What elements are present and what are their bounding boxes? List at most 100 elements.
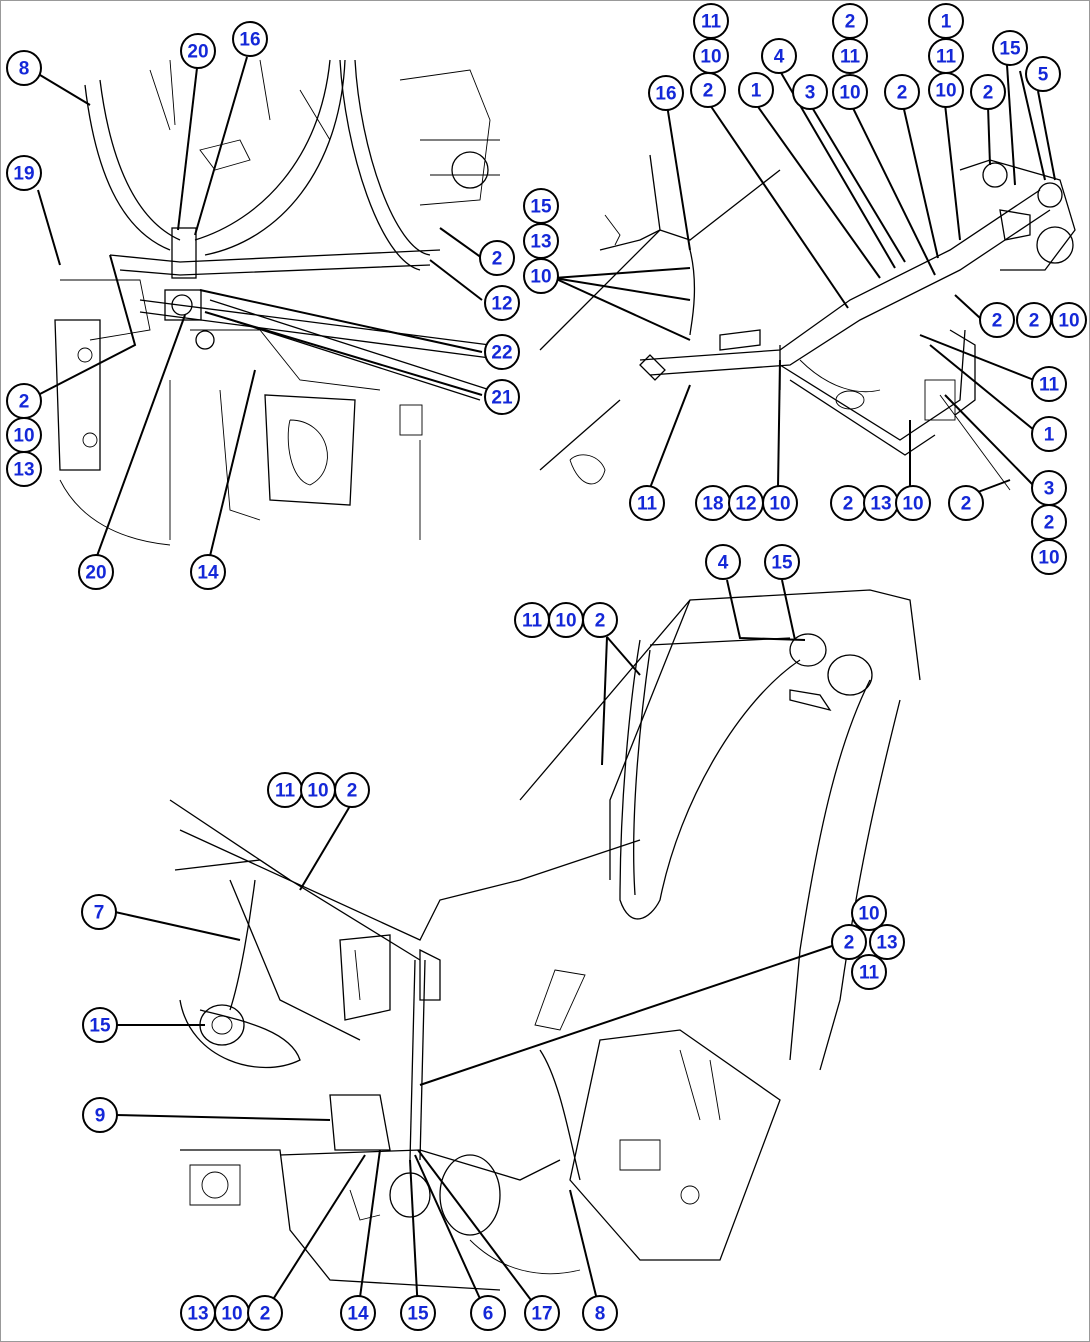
callout-number: 2 [961,494,972,515]
callout-number: 10 [769,494,790,515]
callout-12: 12 [484,285,520,321]
callout-20: 20 [180,33,216,69]
callout-number: 11 [522,611,543,632]
callout-number: 2 [1044,513,1055,534]
callout-circle [832,74,868,110]
callout-15: 15 [523,188,559,224]
callout-number: 14 [197,563,219,584]
callout-10: 10 [928,72,964,108]
callout-number: 10 [1058,311,1079,332]
callout-10: 10 [895,485,931,521]
callout-21: 21 [484,379,520,415]
callout-circle [180,33,216,69]
callout-11: 11 [629,485,665,521]
callout-circle [648,75,684,111]
callout-number: 11 [936,47,957,68]
callout-2: 2 [582,602,618,638]
callout-circle [1031,416,1067,452]
callout-number: 15 [771,553,793,574]
callout-16: 16 [232,21,268,57]
callout-circle [524,1295,560,1331]
callout-4: 4 [761,38,797,74]
callout-circle [484,379,520,415]
callout-number: 2 [19,392,30,413]
callout-number: 17 [531,1304,552,1325]
callout-circle [78,554,114,590]
callout-number: 20 [85,563,106,584]
callout-number: 2 [1029,311,1040,332]
callout-number: 2 [845,12,856,33]
callout-circle [690,72,726,108]
callout-2: 2 [6,383,42,419]
callout-number: 3 [805,83,816,104]
callout-13: 13 [180,1295,216,1331]
callout-circle [82,1097,118,1133]
callout-10: 10 [851,895,887,931]
callout-number: 2 [492,249,503,270]
top-right-view-sketch [539,64,1076,493]
callout-number: 19 [13,164,34,185]
callout-number: 2 [347,781,358,802]
callout-number: 14 [347,1304,369,1325]
callout-circle [6,50,42,86]
top-left-view-sketch [37,56,500,557]
callout-number: 13 [870,494,891,515]
callout-22: 22 [484,334,520,370]
callout-3: 3 [1031,470,1067,506]
callout-circle [340,1295,376,1331]
callout-circle [851,895,887,931]
callout-12: 12 [728,485,764,521]
callout-10: 10 [548,602,584,638]
callout-number: 1 [1044,425,1055,446]
callout-circle [81,894,117,930]
callout-10: 10 [1031,539,1067,575]
callout-15: 15 [82,1007,118,1043]
callout-15: 15 [992,30,1028,66]
callout-2: 2 [690,72,726,108]
callout-1: 1 [1031,416,1067,452]
callout-number: 12 [491,294,512,315]
callout-circle [1051,302,1087,338]
callout-11: 11 [928,38,964,74]
callout-2: 2 [1016,302,1052,338]
callout-number: 11 [859,963,880,984]
callout-8: 8 [6,50,42,86]
callout-number: 8 [595,1304,606,1325]
callout-number: 15 [89,1016,111,1037]
callout-11: 11 [693,3,729,39]
callout-number: 1 [751,81,762,102]
callout-2: 2 [830,485,866,521]
callout-13: 13 [6,451,42,487]
callout-number: 7 [94,903,105,924]
callout-circle [400,1295,436,1331]
callout-number: 4 [774,47,785,68]
callout-circle [479,240,515,276]
callout-number: 4 [718,553,729,574]
callout-number: 1 [941,12,952,33]
callout-10: 10 [523,258,559,294]
callout-number: 18 [702,494,723,515]
callout-number: 2 [260,1304,271,1325]
callout-4: 4 [705,544,741,580]
callout-2: 2 [832,3,868,39]
callout-2: 2 [884,74,920,110]
callout-circle [792,74,828,110]
callout-number: 8 [19,59,30,80]
callout-circle [582,602,618,638]
callout-circle [762,485,798,521]
callout-3: 3 [792,74,828,110]
callout-18: 18 [695,485,731,521]
callout-number: 12 [735,494,756,515]
callout-number: 5 [1038,65,1049,86]
callout-13: 13 [869,924,905,960]
callout-number: 22 [491,343,512,364]
callout-17: 17 [524,1295,560,1331]
callout-circle [764,544,800,580]
callout-10: 10 [6,417,42,453]
callout-circle [738,72,774,108]
callout-11: 11 [267,772,303,808]
callout-2: 2 [1031,504,1067,540]
callout-16: 16 [648,75,684,111]
